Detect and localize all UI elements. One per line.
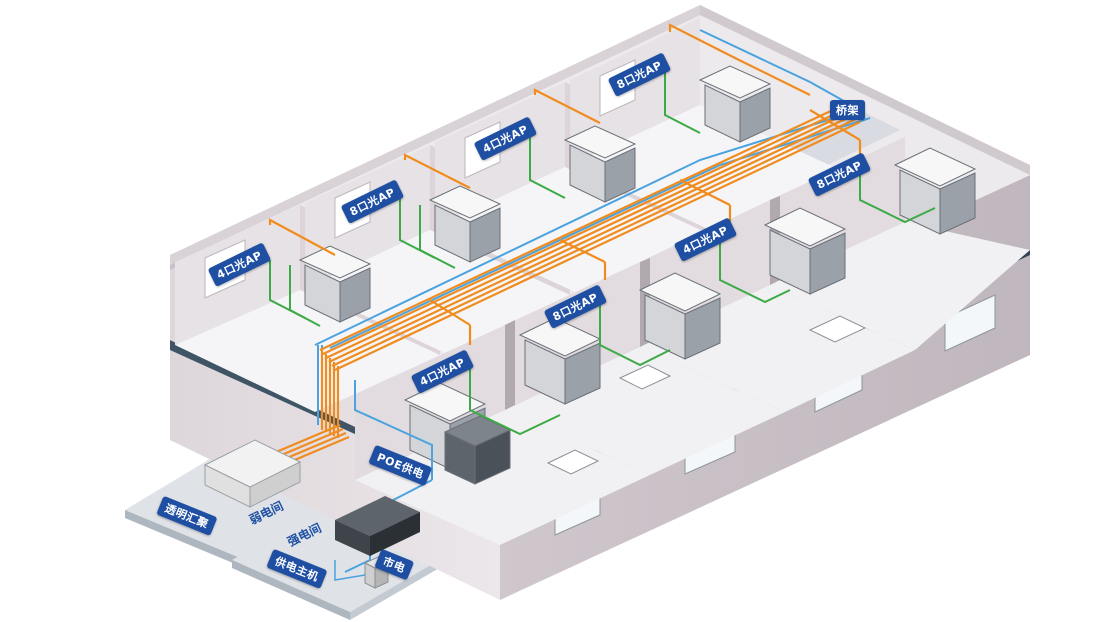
fiber-bundle (261, 23, 862, 472)
work-tables (546, 315, 867, 475)
cable-tray-label: 桥架 (830, 100, 865, 120)
equipment-racks (298, 65, 977, 485)
mains-cable (334, 560, 366, 581)
power-host-box (335, 496, 420, 556)
ethernet-cables (269, 72, 936, 436)
aggregation-switch (203, 439, 302, 508)
